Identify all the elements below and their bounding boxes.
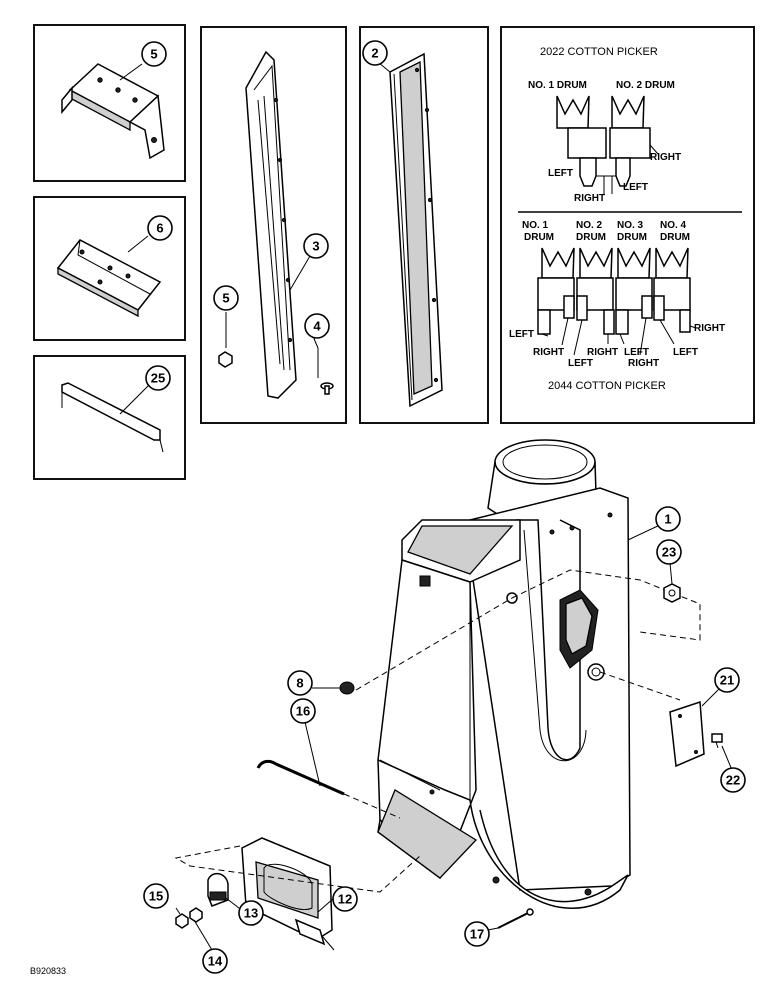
legend-2044-no3: NO. 3 <box>617 220 644 231</box>
nuts-14-15-drawing <box>175 907 203 929</box>
svg-text:14: 14 <box>208 954 223 969</box>
callout-15: 15 <box>143 883 169 909</box>
callout-21: 21 <box>714 667 740 693</box>
channel-2-drawing <box>389 52 443 408</box>
legend-2022-right-2: RIGHT <box>574 193 605 204</box>
duct-assembly-1-drawing <box>355 439 701 909</box>
drum-diagram-2022 <box>556 95 659 194</box>
callout-12: 12 <box>332 886 358 912</box>
callout-25: 25 <box>145 365 171 391</box>
svg-text:1: 1 <box>664 512 671 527</box>
svg-text:25: 25 <box>151 371 165 386</box>
svg-text:5: 5 <box>150 47 157 62</box>
legend-2044-right-3: RIGHT <box>628 358 659 369</box>
strip-25-drawing <box>61 382 164 453</box>
legend-2022-right: RIGHT <box>650 152 681 163</box>
callout-17: 17 <box>464 921 490 947</box>
legend-2022-left-2: LEFT <box>623 182 648 193</box>
legend-2044-drum1: DRUM <box>524 232 554 243</box>
callout-2: 2 <box>362 40 388 66</box>
callout-3: 3 <box>303 233 329 259</box>
legend-2044-drum3: DRUM <box>617 232 647 243</box>
svg-text:8: 8 <box>296 676 303 691</box>
nut-23-drawing <box>663 583 681 603</box>
grommet-8-drawing <box>339 681 355 695</box>
callout-16: 16 <box>290 698 316 724</box>
legend-2044-drum4: DRUM <box>660 232 690 243</box>
drum-legend-text: 2022 COTTON PICKER NO. 1 DRUM NO. 2 DRUM… <box>509 46 725 392</box>
svg-text:3: 3 <box>312 239 319 254</box>
svg-text:23: 23 <box>662 545 676 560</box>
plate-21-drawing <box>669 700 705 768</box>
plate-7-drawing <box>56 239 162 318</box>
figure-id: B920833 <box>30 966 66 976</box>
svg-text:16: 16 <box>296 704 310 719</box>
screw-22-drawing <box>711 733 723 749</box>
legend-2044-left-1: LEFT <box>509 329 534 340</box>
panel-drum-legend <box>500 26 755 424</box>
svg-text:22: 22 <box>726 773 740 788</box>
legend-2044-right-4: RIGHT <box>694 323 725 334</box>
channel-3-drawing <box>245 50 297 399</box>
legend-2044-right-2: RIGHT <box>587 347 618 358</box>
legend-title-2044: 2044 COTTON PICKER <box>548 380 666 392</box>
callout-23: 23 <box>656 539 682 565</box>
callout-14: 14 <box>202 948 228 974</box>
callout-8: 8 <box>287 670 313 696</box>
callout-1: 1 <box>655 506 681 532</box>
callout-6: 5 <box>141 41 167 67</box>
legend-2044-no4: NO. 4 <box>660 220 687 231</box>
drum-diagram-2044 <box>537 247 697 356</box>
bolt-4-drawing <box>317 348 334 395</box>
legend-2022-drum2: NO. 2 DRUM <box>616 80 675 91</box>
latch-13-drawing <box>207 872 229 907</box>
svg-text:6: 6 <box>156 221 163 236</box>
svg-text:12: 12 <box>338 892 352 907</box>
legend-2044-no2: NO. 2 <box>576 220 603 231</box>
leader-lines <box>119 57 733 951</box>
door-12-drawing <box>174 837 421 951</box>
callout-22: 22 <box>720 767 746 793</box>
legend-2044-left-4: LEFT <box>673 347 698 358</box>
svg-text:21: 21 <box>720 673 734 688</box>
callout-7: 6 <box>147 215 173 241</box>
svg-text:15: 15 <box>149 889 163 904</box>
rod-16-drawing <box>256 759 401 819</box>
svg-text:2: 2 <box>371 46 378 61</box>
legend-2044-right-1: RIGHT <box>533 347 564 358</box>
svg-text:5: 5 <box>222 291 229 306</box>
callout-5: 5 5 <box>213 285 239 311</box>
legend-2044-left-2: LEFT <box>568 358 593 369</box>
legend-2044-no1: NO. 1 <box>522 220 549 231</box>
bracket-6-drawing <box>61 63 165 160</box>
svg-text:4: 4 <box>313 319 321 334</box>
callout-4: 4 <box>304 313 330 339</box>
legend-title-2022: 2022 COTTON PICKER <box>540 46 658 58</box>
nut-5-drawing <box>218 312 233 368</box>
legend-2022-drum1: NO. 1 DRUM <box>528 80 587 91</box>
pin-17-drawing <box>497 908 534 929</box>
svg-text:13: 13 <box>244 906 258 921</box>
legend-2044-left-3: LEFT <box>624 347 649 358</box>
svg-text:17: 17 <box>470 927 484 942</box>
callout-13: 13 <box>238 900 264 926</box>
legend-2022-left: LEFT <box>548 168 573 179</box>
legend-2044-drum2: DRUM <box>576 232 606 243</box>
